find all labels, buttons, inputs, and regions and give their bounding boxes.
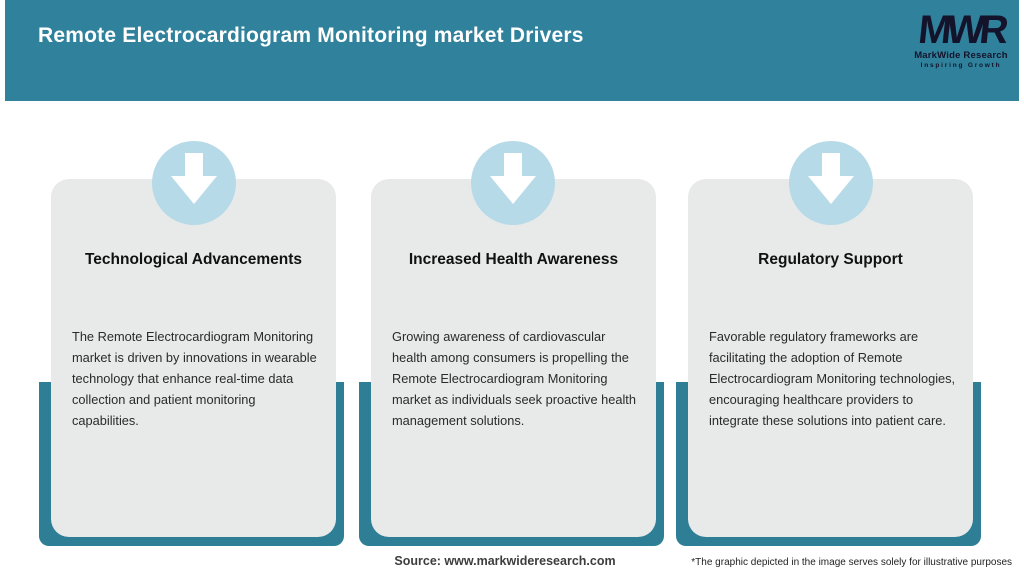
card-description: Favorable regulatory frameworks are faci… [709, 329, 956, 428]
header-bar: Remote Electrocardiogram Monitoring mark… [5, 0, 1019, 101]
down-arrow-icon [789, 141, 873, 225]
logo-company-name: MarkWide Research [914, 50, 1008, 61]
card-title: Regulatory Support [758, 251, 903, 268]
card-title: Increased Health Awareness [408, 251, 619, 268]
card-description: The Remote Electrocardiogram Monitoring … [72, 329, 317, 428]
driver-card-increased-health-awareness: Increased Health Awareness Growing aware… [371, 179, 656, 537]
card-description: Growing awareness of cardiovascular heal… [392, 329, 636, 428]
card-title: Technological Advancements [84, 251, 303, 268]
markwide-logo: MWR MarkWide Research Inspiring Growth [909, 8, 1013, 69]
logo-tagline: Inspiring Growth [920, 61, 1002, 69]
page-title: Remote Electrocardiogram Monitoring mark… [38, 24, 584, 47]
driver-card-technological-advancements: Technological Advancements The Remote El… [51, 179, 336, 537]
down-arrow-icon [152, 141, 236, 225]
logo-mwr-icon: MWR [916, 8, 1006, 52]
down-arrow-icon [471, 141, 555, 225]
source-text: Source: www.markwideresearch.com [394, 554, 616, 568]
disclaimer-text: *The graphic depicted in the image serve… [691, 557, 1012, 568]
driver-card-regulatory-support: Regulatory Support Favorable regulatory … [688, 179, 973, 537]
